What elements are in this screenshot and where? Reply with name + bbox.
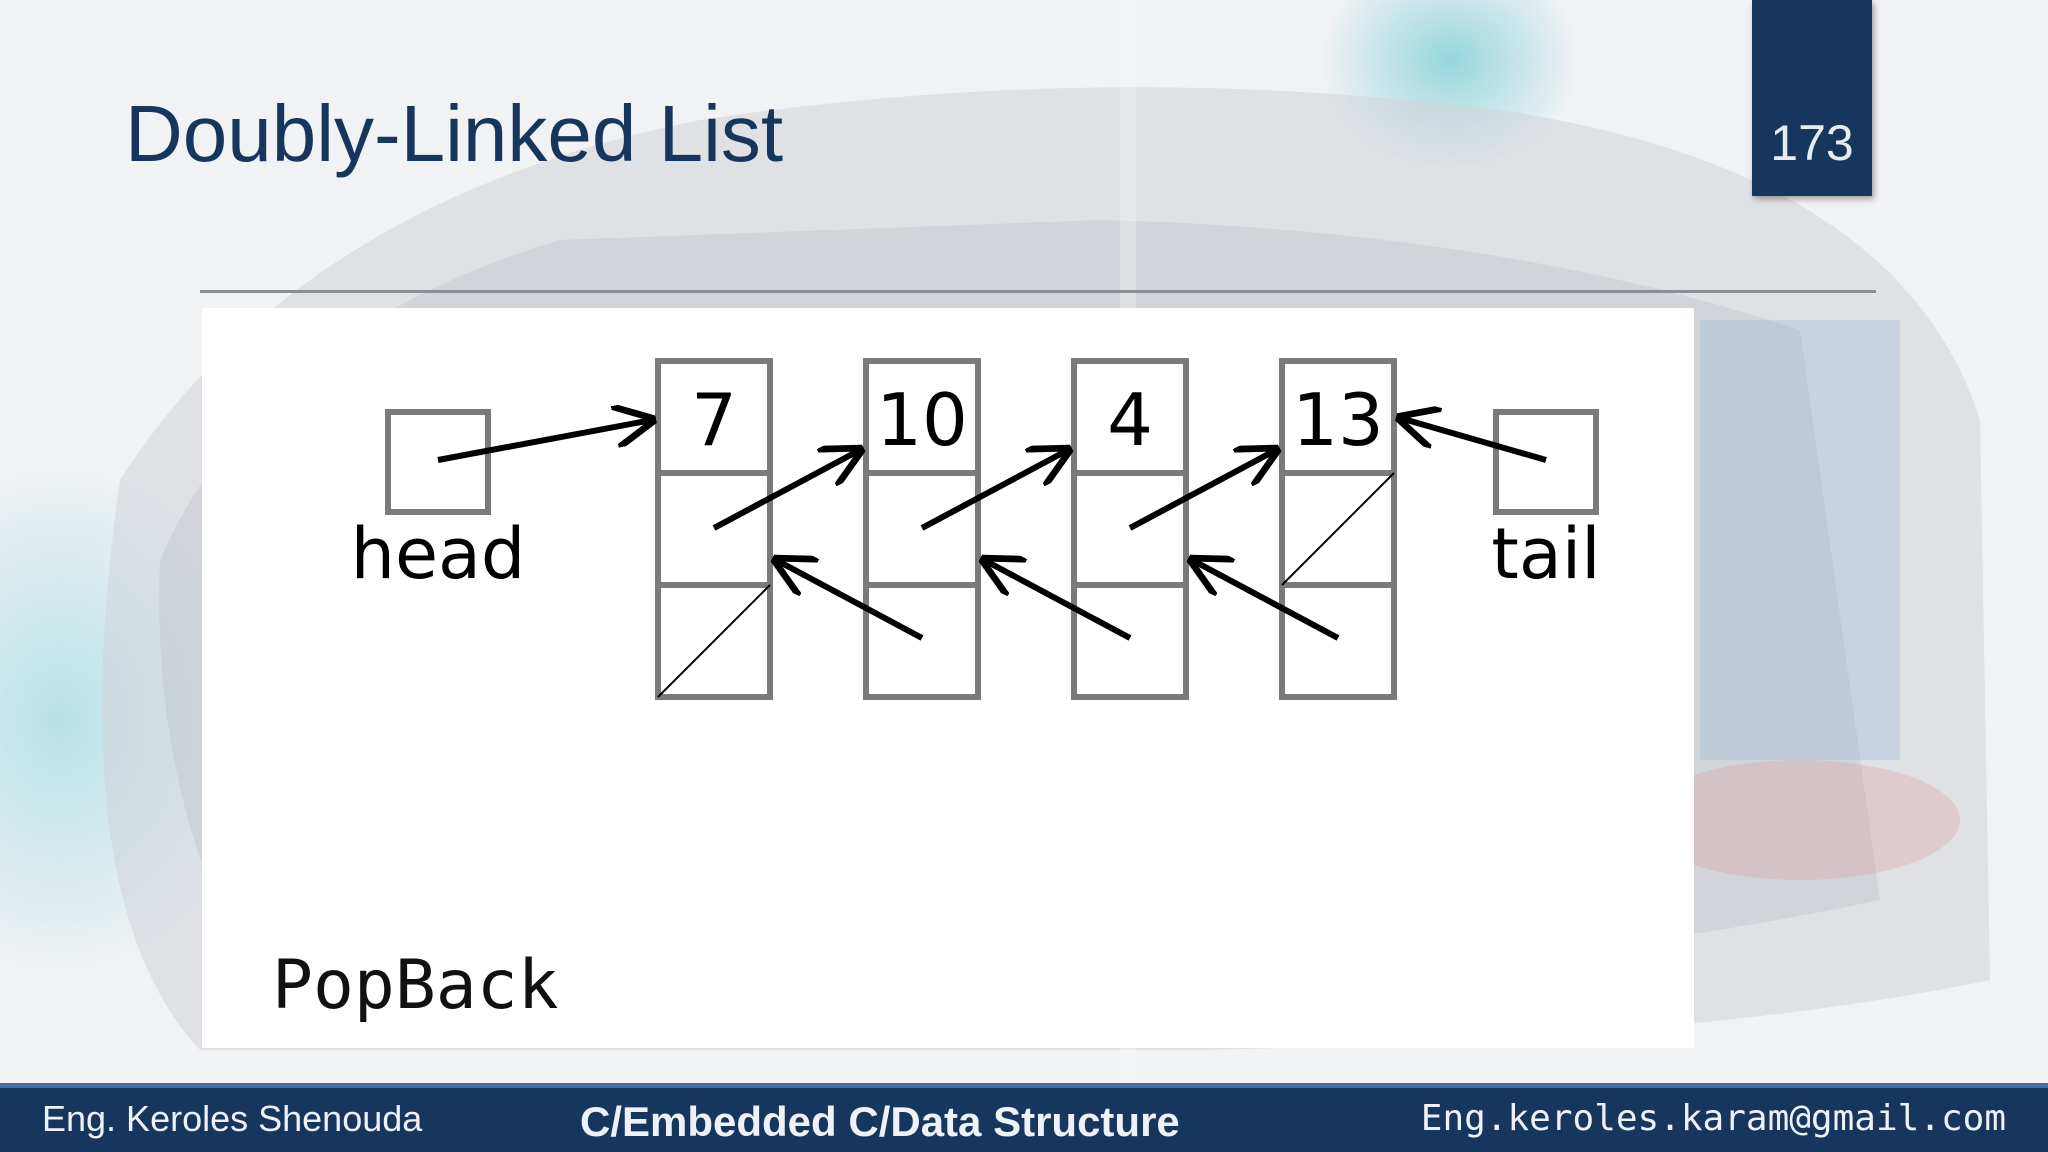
- list-node: 4: [1071, 358, 1189, 700]
- node-prev-cell: [1279, 582, 1397, 700]
- prev-arrow: [984, 560, 1132, 641]
- footer-author: Eng. Keroles Shenouda: [42, 1098, 423, 1139]
- list-node: 10: [863, 358, 981, 700]
- footer-email: Eng.keroles.karam@gmail.com: [1420, 1098, 2006, 1139]
- footer-bar: Eng. Keroles Shenouda C/Embedded C/Data …: [0, 1083, 2048, 1152]
- head-pointer-box: [385, 409, 491, 515]
- linked-list-diagram: head tail 7 10 4: [351, 358, 1601, 700]
- footer-course: C/Embedded C/Data Structure: [580, 1098, 1180, 1145]
- node-next-cell: [863, 470, 981, 588]
- next-arrow: [1128, 450, 1276, 531]
- diagram-panel: head tail 7 10 4: [202, 308, 1694, 1048]
- prev-arrow: [776, 560, 924, 641]
- slide-title: Doubly-Linked List: [125, 89, 784, 178]
- node-value: 7: [691, 378, 737, 462]
- tail-label: tail: [1491, 513, 1600, 595]
- tail-pointer-box: [1493, 409, 1599, 515]
- list-node: 7: [655, 358, 773, 700]
- node-value: 10: [876, 378, 968, 462]
- node-next-cell: [655, 470, 773, 588]
- head-arrow: [437, 420, 652, 463]
- node-value: 13: [1292, 378, 1384, 462]
- node-prev-cell: [655, 582, 773, 700]
- next-arrow: [712, 450, 860, 531]
- node-next-cell: [1071, 470, 1189, 588]
- node-prev-cell: [1071, 582, 1189, 700]
- next-arrow: [920, 450, 1068, 531]
- page-number-tab: 173: [1752, 0, 1872, 196]
- node-prev-cell: [863, 582, 981, 700]
- operation-label: PopBack: [272, 946, 559, 1025]
- node-prev-null-slash: [657, 584, 771, 698]
- prev-arrow: [1192, 560, 1340, 641]
- page-number: 173: [1770, 115, 1854, 171]
- title-divider: [200, 290, 1876, 293]
- node-next-null-slash: [1281, 472, 1395, 586]
- head-label: head: [351, 513, 526, 595]
- tail-arrow: [1400, 418, 1547, 463]
- list-node: 13: [1279, 358, 1397, 700]
- node-value: 4: [1107, 378, 1153, 462]
